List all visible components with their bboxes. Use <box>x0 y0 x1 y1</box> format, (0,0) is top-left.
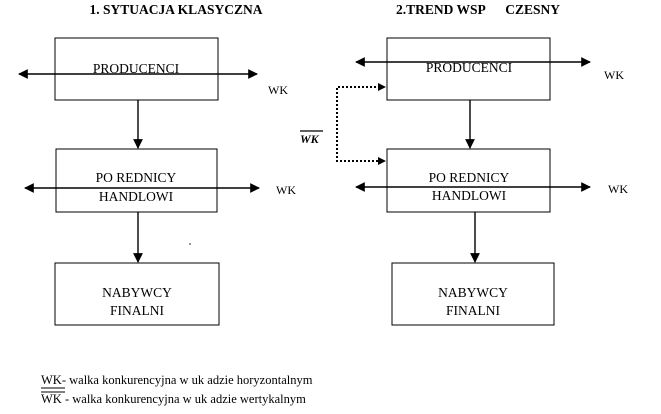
legend-line-1: WK- walka konkurencyjna w uk adzie horyz… <box>41 373 313 387</box>
legend: WK- walka konkurencyjna w uk adzie horyz… <box>41 373 313 406</box>
right-intermediaries-label-line1: PO REDNICY <box>429 170 510 185</box>
left-intermediaries-label-line1: PO REDNICY <box>96 170 177 185</box>
right-title: 2.TREND WSP CZESNY <box>396 2 560 17</box>
legend-line-1-text: - walka konkurencyjna w uk adzie horyzon… <box>62 373 313 387</box>
right-buyers-label-line1: NABYWCY <box>438 285 508 300</box>
left-wk-top-label: WK <box>268 83 288 97</box>
right-wk-top-label: WK <box>604 68 624 82</box>
right-intermediaries-box <box>386 148 551 213</box>
legend-line-2-symbol: WK <box>41 392 62 406</box>
left-producers-box <box>54 37 219 101</box>
right-diagram: 2.TREND WSP CZESNY PRODUCENCI WK PO REDN… <box>300 2 628 326</box>
right-intermediaries-label-line2: HANDLOWI <box>432 188 507 203</box>
vertical-arrowhead-bottom <box>378 157 386 165</box>
stray-dot <box>189 243 191 245</box>
right-buyers-box <box>391 262 555 326</box>
left-intermediaries-label-line2: HANDLOWI <box>99 189 174 204</box>
vertical-arrowhead-top <box>378 83 386 91</box>
left-buyers-label-line2: FINALNI <box>110 303 164 318</box>
left-intermediaries-box <box>55 148 218 213</box>
legend-line-2-text: - walka konkurencyjna w uk adzie wertyka… <box>62 392 306 406</box>
left-diagram: 1. SYTUACJA KLASYCZNA PRODUCENCI WK PO R… <box>18 2 296 326</box>
legend-line-2: WK - walka konkurencyjna w uk adzie wert… <box>41 392 306 406</box>
left-buyers-label-line1: NABYWCY <box>102 285 172 300</box>
right-wk-middle-label: WK <box>608 182 628 196</box>
left-buyers-box <box>54 262 220 326</box>
right-wk-vertical-label: WK <box>300 132 320 146</box>
legend-line-1-symbol: WK <box>41 373 62 387</box>
left-wk-middle-label: WK <box>276 183 296 197</box>
vertical-competition-connector <box>336 86 384 162</box>
left-title: 1. SYTUACJA KLASYCZNA <box>90 2 263 17</box>
right-buyers-label-line2: FINALNI <box>446 303 500 318</box>
right-producers-box <box>386 37 551 101</box>
